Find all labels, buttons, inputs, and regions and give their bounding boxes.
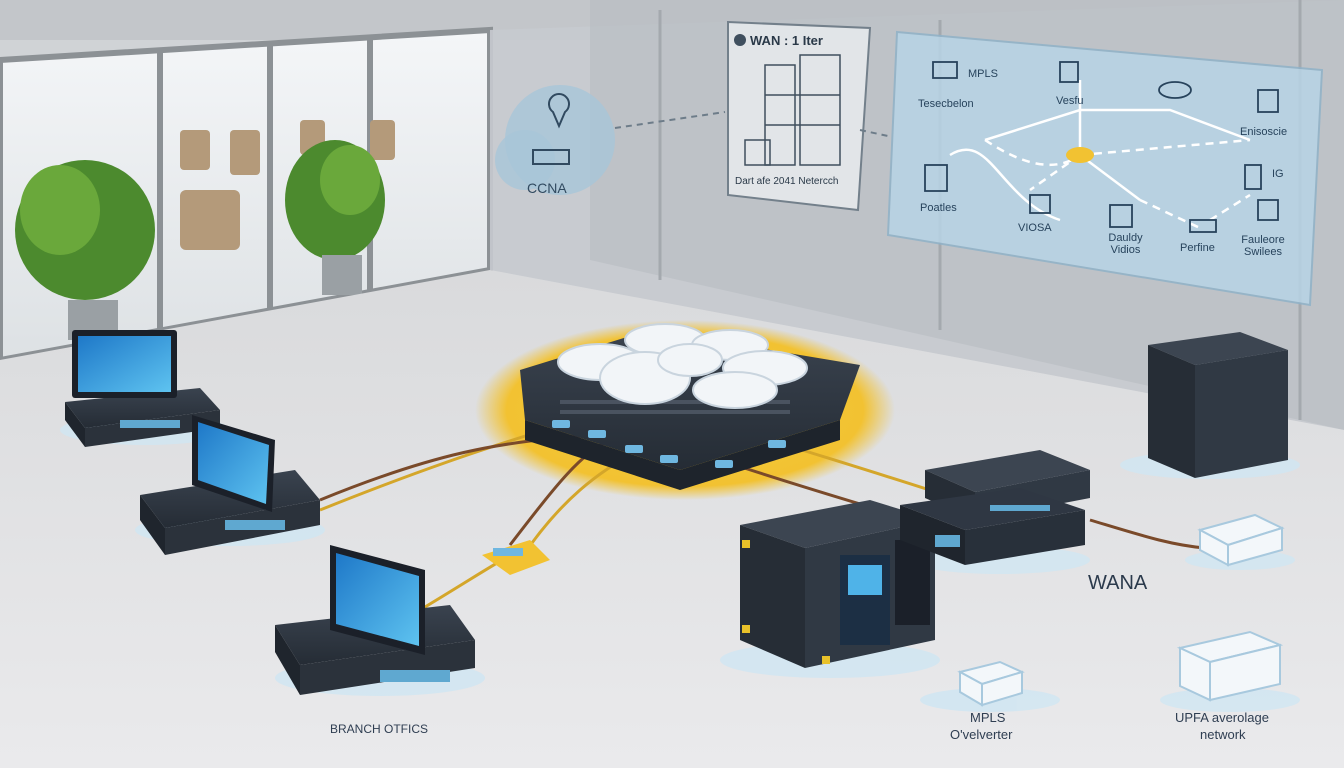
branch-offices-label: BRANCH OTFICS xyxy=(330,722,429,736)
wan-panel-caption: Dart afe 2041 Netercch xyxy=(735,176,839,187)
mpls-label: MPLS xyxy=(970,710,1006,725)
topology-node-label: Perfine xyxy=(1180,242,1215,254)
cloud-label: CCNA xyxy=(527,180,567,196)
upfa-sub-label: network xyxy=(1200,727,1246,742)
wana-label: WANA xyxy=(1088,572,1148,594)
topology-node-label: Enisoscie xyxy=(1240,126,1288,138)
topology-node-label: Poatles xyxy=(920,202,957,214)
topology-node-label: Dauldy Vidios xyxy=(1108,232,1143,256)
topology-node-label: Vesfu xyxy=(1056,95,1084,107)
wan-panel-title: WAN : 1 Iter xyxy=(750,33,823,48)
topology-node-label: Tesecbelon xyxy=(918,98,974,110)
topology-node-label: VIOSA xyxy=(1018,222,1052,234)
topology-node-label: Fauleore Swilees xyxy=(1241,234,1285,258)
topology-node-label: IG xyxy=(1272,168,1284,180)
upfa-label: UPFA averolage xyxy=(1175,710,1269,725)
mpls-sub-label: O'velverter xyxy=(950,727,1013,742)
topology-node-label: MPLS xyxy=(968,68,998,80)
